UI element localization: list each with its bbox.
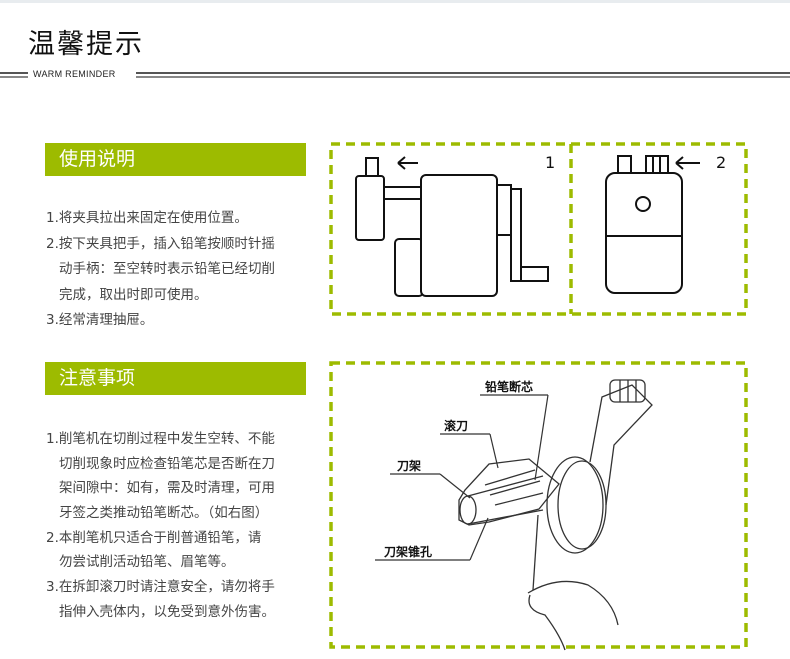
side-view-icon	[355, 157, 549, 297]
page-title: 温馨提示	[28, 29, 144, 60]
dashed-frame	[329, 361, 748, 649]
label-broken-lead: 铅笔断芯	[484, 379, 533, 394]
list-item: 1.将夹具拉出来固定在使用位置。	[46, 210, 248, 226]
list-item: 1.削笔机在切削过程中发生空转、不能	[46, 431, 275, 447]
sharpener-diagrams: 1 2	[329, 142, 748, 316]
label-blade-holder: 刀架	[397, 458, 421, 473]
list-item: 2.按下夹具把手，插入铅笔按顺时针摇	[46, 235, 275, 252]
top-border	[0, 0, 790, 3]
jam-clearing-diagram: 铅笔断芯 滚刀 刀架 刀架锥孔	[329, 361, 748, 651]
usage-list: 1.将夹具拉出来固定在使用位置。 2.按下夹具把手，插入铅笔按顺时针摇 动手柄：…	[46, 206, 275, 334]
list-item: 勿尝试削活动铅笔、眉笔等。	[59, 554, 235, 571]
list-item: 2.本削笔机只适合于削普通铅笔，请	[46, 529, 262, 546]
page-subtitle: WARM REMINDER	[33, 69, 116, 79]
label-holder-cone-hole: 刀架锥孔	[384, 544, 432, 559]
divider	[0, 72, 28, 78]
arrow-left-icon	[675, 156, 700, 170]
sharpener-mechanism-icon	[458, 379, 653, 651]
list-item: 牙签之类推动铅笔断芯。（如右图）	[59, 505, 269, 522]
notes-list: 1.削笔机在切削过程中发生空转、不能 切削现象时应检查铅笔芯是否断在刀 架间隙中…	[46, 427, 275, 625]
list-item: 切削现象时应检查铅笔芯是否断在刀	[59, 455, 275, 472]
notes-heading: 注意事项	[45, 362, 306, 395]
list-item: 架间隙中：如有，需及时清理，可用	[59, 480, 275, 497]
arrow-left-icon	[397, 156, 418, 170]
list-item: 完成，取出时即可使用。	[59, 286, 208, 303]
list-item: 3.经常清理抽屉。	[46, 312, 154, 328]
dashed-frame	[329, 142, 748, 316]
list-item: 指伸入壳体内，以免受到意外伤害。	[59, 603, 275, 620]
list-item: 3.在拆卸滚刀时请注意安全，请勿将手	[46, 579, 275, 596]
usage-heading: 使用说明	[45, 143, 306, 176]
list-item: 动手柄：至空转时表示铅笔已经切削	[59, 261, 275, 277]
divider	[136, 72, 790, 78]
step-number: 1	[545, 153, 555, 172]
label-leaders	[375, 394, 549, 561]
front-view-icon	[605, 155, 683, 294]
label-cutter: 滚刀	[444, 418, 468, 433]
step-number: 2	[716, 153, 726, 172]
